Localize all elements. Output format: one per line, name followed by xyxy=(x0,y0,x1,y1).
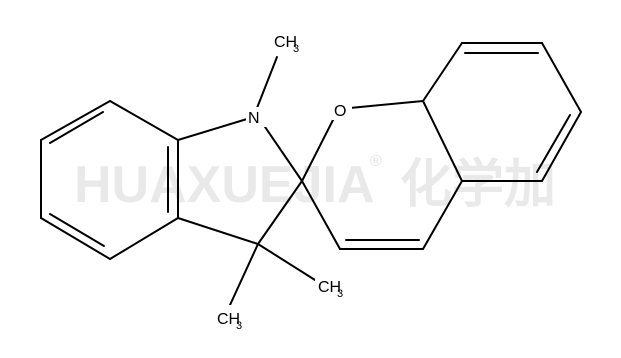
n-methyl-main: CH xyxy=(274,34,297,51)
bond xyxy=(422,42,463,102)
bond xyxy=(177,118,248,141)
atom-oxygen: O xyxy=(334,103,346,120)
bond-lines xyxy=(40,42,582,306)
n-methyl-label: CH 3 xyxy=(272,30,302,55)
methyl-right-label: CH 3 xyxy=(315,274,347,300)
bond xyxy=(49,111,104,144)
atom-labels: N O CH 3 CH 3 CH 3 xyxy=(214,30,352,332)
bond xyxy=(49,213,105,247)
n-methyl-subscript: 3 xyxy=(293,43,299,55)
bond xyxy=(177,217,259,245)
bond xyxy=(422,100,463,182)
bond xyxy=(536,114,571,173)
watermark-cn: 化学加 xyxy=(400,156,556,214)
bond xyxy=(109,217,179,260)
bond xyxy=(301,119,334,182)
methyl-right-main: CH xyxy=(318,279,341,296)
methyl-bottom-subscript: 3 xyxy=(236,320,242,332)
bond xyxy=(301,180,341,250)
methyl-bottom-label: CH 3 xyxy=(214,305,246,332)
bond xyxy=(229,243,259,306)
bond xyxy=(349,100,424,109)
methyl-bottom-main: CH xyxy=(217,311,240,328)
watermark-registered: ® xyxy=(370,153,382,170)
atom-nitrogen: N xyxy=(248,110,260,127)
bond xyxy=(422,180,463,250)
bond xyxy=(40,100,111,141)
methyl-right-subscript: 3 xyxy=(337,288,343,300)
bond xyxy=(40,217,111,260)
bond xyxy=(109,100,179,141)
bond xyxy=(257,180,303,245)
watermark-text: HUAXUEJIA xyxy=(74,156,375,214)
bond xyxy=(541,42,582,113)
watermark: HUAXUEJIA ® 化学加 xyxy=(74,153,556,214)
bond xyxy=(256,56,278,109)
bond xyxy=(262,123,303,182)
bond xyxy=(541,111,582,182)
bond xyxy=(257,243,316,281)
